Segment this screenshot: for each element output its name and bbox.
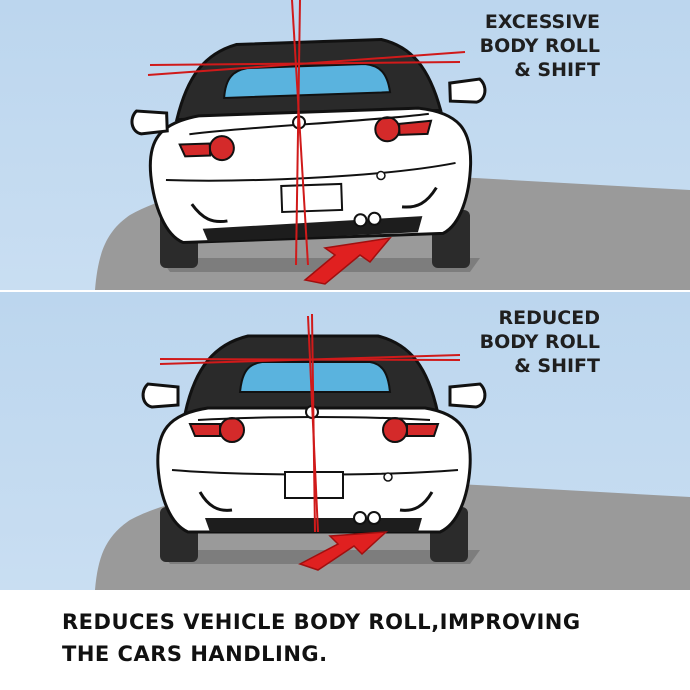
force-arrow [298, 531, 389, 571]
callout-line: REDUCED [498, 307, 600, 329]
license-plate [280, 182, 344, 214]
force-arrow [303, 236, 392, 285]
panel-excessive: EXCESSIVE BODY ROLL & SHIFT [0, 0, 690, 290]
callout-line: BODY ROLL [479, 331, 600, 353]
caption-line: THE CARS HANDLING. [62, 642, 328, 666]
callout-excessive-body-roll: EXCESSIVE BODY ROLL & SHIFT [480, 10, 600, 82]
exhaust [353, 213, 368, 228]
left-tail-light [219, 417, 245, 443]
right-mirror [448, 382, 487, 409]
right-mirror [448, 77, 487, 104]
left-mirror [141, 382, 180, 409]
callout-line: EXCESSIVE [484, 11, 600, 33]
callout-reduced-body-roll: REDUCED BODY ROLL & SHIFT [480, 306, 600, 378]
reference-lines [147, 0, 466, 266]
caption: REDUCES VEHICLE BODY ROLL,IMPROVING THE … [62, 606, 672, 670]
exhaust [353, 511, 367, 525]
left-mirror [130, 109, 169, 136]
reference-lines [159, 313, 461, 533]
left-tail-light [208, 135, 235, 162]
callout-line: & SHIFT [514, 355, 600, 377]
right-tail-light [374, 116, 401, 143]
road-shadow [160, 258, 480, 272]
car-rear-illustration-excessive [95, 0, 690, 290]
callout-line: BODY ROLL [479, 35, 600, 57]
panel-reduced: REDUCED BODY ROLL & SHIFT [0, 292, 690, 590]
rear-window [223, 63, 392, 100]
car-rear-illustration-reduced [95, 313, 690, 590]
caption-line: REDUCES VEHICLE BODY ROLL,IMPROVING [62, 610, 581, 634]
right-tail-light [382, 417, 408, 443]
rear-window [238, 361, 392, 393]
callout-line: & SHIFT [514, 59, 600, 81]
